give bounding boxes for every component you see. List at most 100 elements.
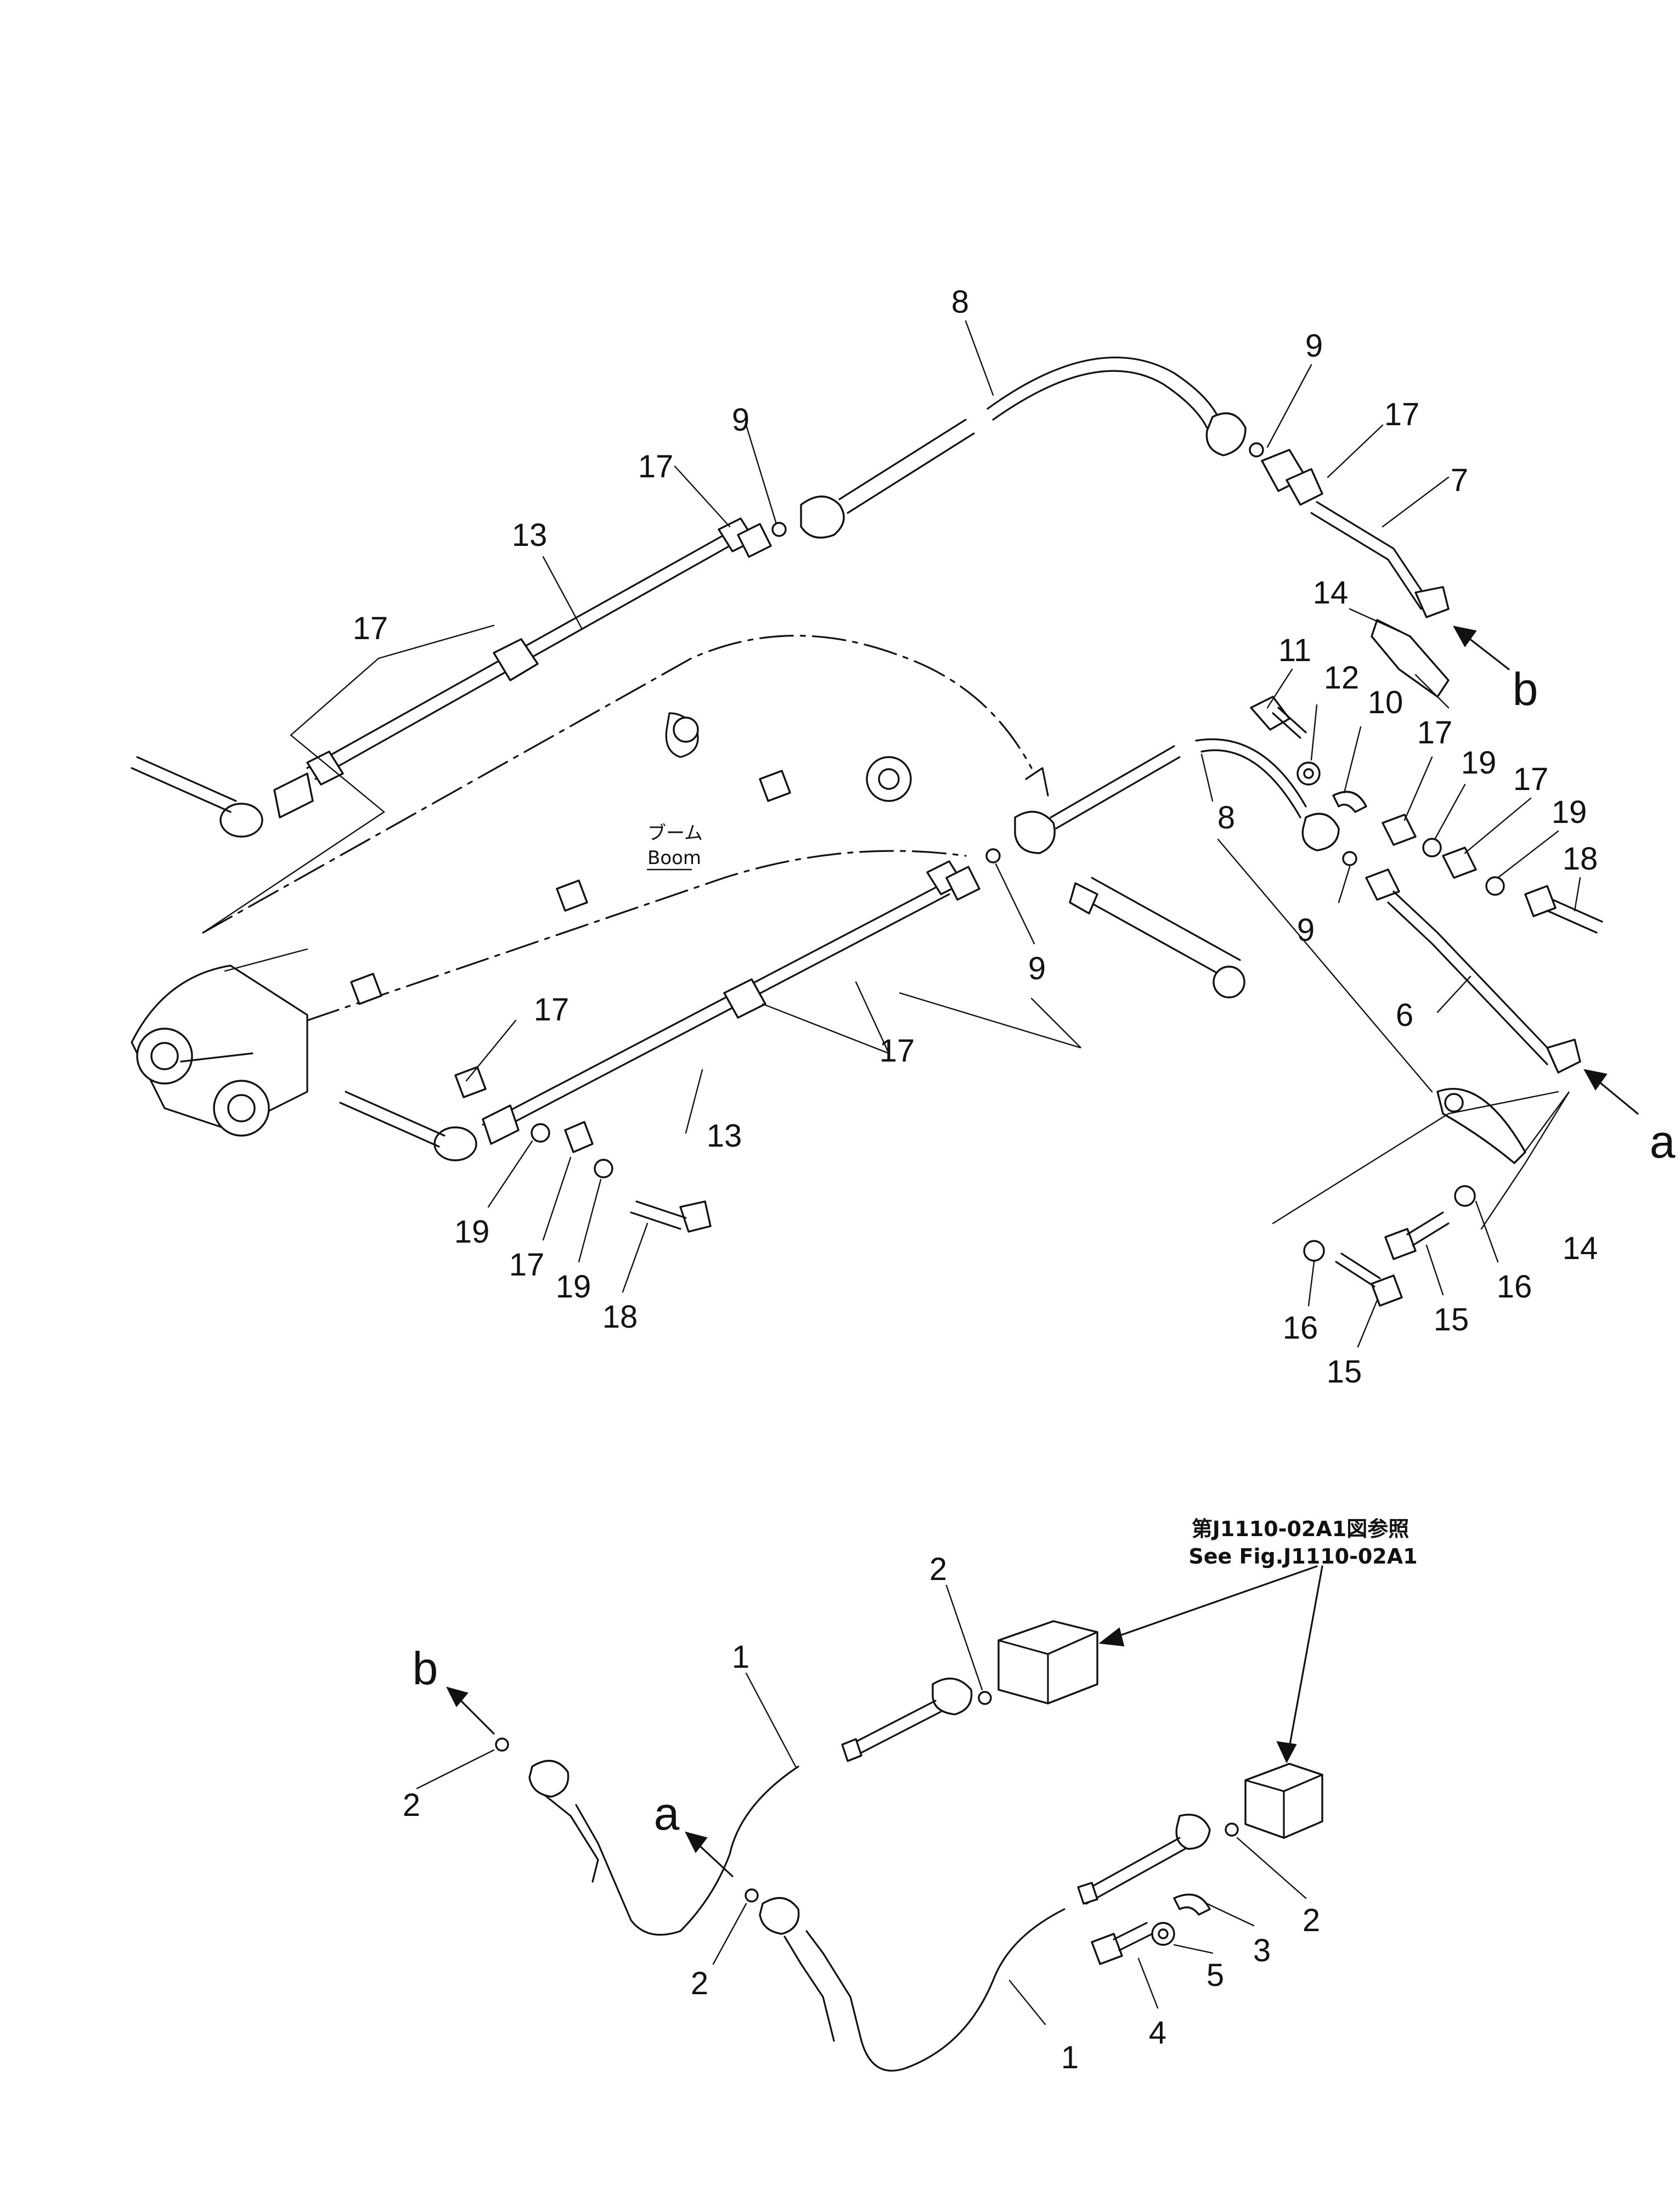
label-6: 6 — [1396, 997, 1413, 1033]
arrow-letter-a-bottom: a — [654, 1788, 680, 1839]
label-14-bottom: 14 — [1563, 1231, 1598, 1266]
boom-clamp-seat-b — [556, 879, 588, 912]
lower-assembly — [495, 1620, 1323, 2072]
hose-8-upper-curve — [986, 356, 1219, 418]
hose-1-lower-fitting — [1080, 1837, 1186, 1905]
label-9-top-right: 9 — [1305, 328, 1323, 364]
label-16-a: 16 — [1497, 1269, 1532, 1305]
hose-1-upper-left-flange — [528, 1759, 570, 1798]
split-flange-3 — [1173, 1893, 1211, 1916]
label-17-mid-center: 17 — [880, 1033, 915, 1069]
label-17-left: 17 — [353, 611, 388, 646]
hose-1-upper — [630, 1765, 799, 1936]
hardware-lower-right — [1303, 1088, 1526, 1307]
bolt-15-a-head — [1384, 1228, 1417, 1260]
flange-13-upper-left — [273, 772, 314, 819]
clamp-17-mid-a — [1382, 814, 1417, 846]
hardware-right-middle — [1250, 696, 1603, 934]
hose-end-upper-left — [131, 756, 237, 813]
bolt-18-lower-head — [679, 1200, 712, 1233]
label-2-left: 2 — [403, 1787, 420, 1823]
clamp-17-upper-left — [306, 751, 344, 786]
label-13-bottom: 13 — [707, 1118, 742, 1154]
washer-16-a — [1454, 1185, 1476, 1207]
hose-flange-upper-left — [219, 803, 263, 838]
label-9-mid-right: 9 — [1297, 912, 1315, 948]
bolt-4-head — [1091, 1933, 1123, 1965]
bolt-11-shank — [1272, 707, 1307, 739]
bolt-15-b-head — [1371, 1274, 1403, 1307]
hose-8-mid — [985, 738, 1357, 866]
arm-cylinder-rod-end — [1069, 882, 1098, 915]
arrows-lower — [446, 1565, 1323, 1877]
label-18-right: 18 — [1563, 841, 1598, 877]
label-19-mid-right-a: 19 — [1461, 745, 1497, 781]
washer-19-mid-a — [1422, 838, 1442, 857]
bolt-15-b-shank — [1335, 1252, 1381, 1288]
hose-8-upper-left-section — [838, 419, 975, 514]
label-15-a: 15 — [1434, 1302, 1469, 1338]
oring-9-mid — [985, 848, 1001, 864]
split-flange-10 — [1332, 791, 1367, 813]
oring-2-right — [1225, 1822, 1239, 1837]
oring-9-mid-right — [1342, 851, 1357, 866]
label-2-right: 2 — [1303, 1903, 1320, 1938]
arrow-b-lower — [454, 1694, 495, 1735]
reference-note-en: See Fig.J1110-02A1 — [1188, 1544, 1417, 1568]
clamp-17-lower-right-cap — [945, 866, 980, 901]
label-5: 5 — [1207, 1957, 1224, 1993]
washer-16-b — [1303, 1240, 1325, 1262]
hose-1-upper-fitting — [844, 1700, 942, 1759]
boom-arm-pin-hole — [878, 768, 900, 790]
reference-note-jp: 第J1110-02A1図参照 — [1192, 1517, 1409, 1541]
label-15-b: 15 — [1327, 1354, 1362, 1390]
oring-9-upper-right — [1249, 442, 1264, 458]
label-17-mid-right-b: 17 — [1513, 761, 1549, 797]
label-4: 4 — [1149, 2015, 1166, 2051]
label-17-left-b: 17 — [509, 1247, 545, 1283]
label-8-mid: 8 — [1217, 800, 1235, 836]
label-9-top-left: 9 — [732, 402, 749, 438]
washer-19-lower-a — [531, 1123, 550, 1143]
hose-flange-lower-left — [433, 1126, 477, 1161]
hose-8-mid-flange-right — [1301, 812, 1340, 851]
label-17-mid-lower: 17 — [534, 992, 570, 1028]
label-14-top: 14 — [1313, 575, 1349, 611]
hose-8-upper-flange-right — [1205, 412, 1247, 456]
oring-2-top — [978, 1691, 992, 1705]
label-19-left-a: 19 — [454, 1214, 490, 1250]
clamp-17-upper-tube7-cap — [1286, 468, 1323, 506]
label-2-top: 2 — [929, 1551, 947, 1587]
label-1-bottom: 1 — [1061, 2040, 1079, 2075]
ref-arrow-upper-block — [1113, 1565, 1318, 1639]
bolt-18-right-shank — [1546, 899, 1603, 934]
leader-lines-upper — [202, 320, 1581, 1348]
clamp-17-mid-b — [1442, 847, 1477, 879]
label-18-left: 18 — [602, 1299, 638, 1335]
label-9-mid: 9 — [1028, 951, 1046, 986]
arm-cylinder-head — [1213, 966, 1245, 998]
clamp-17-lower-left — [454, 1066, 487, 1098]
label-13-top: 13 — [512, 517, 548, 553]
oring-9-upper-left — [771, 522, 787, 537]
label-7: 7 — [1451, 462, 1468, 498]
tube-7 — [1261, 449, 1450, 698]
label-19-left-b: 19 — [556, 1269, 591, 1305]
washer-19-lower-b — [594, 1159, 613, 1178]
label-17-mid-right-a: 17 — [1417, 715, 1453, 751]
label-3: 3 — [1253, 1933, 1271, 1968]
label-12: 12 — [1324, 660, 1360, 696]
boom-clamp-seat-c — [350, 973, 382, 1005]
hose-8-mid-curve — [1195, 738, 1307, 819]
arrow-letter-b-bottom: b — [413, 1643, 438, 1694]
tube-6 — [1365, 868, 1581, 1074]
flange-13-lower-left — [482, 1104, 520, 1145]
hose-1-upper-left-end — [542, 1793, 632, 1921]
washer-19-mid-b — [1485, 876, 1505, 896]
label-11: 11 — [1278, 633, 1311, 668]
label-16-b: 16 — [1283, 1310, 1318, 1346]
arrow-letters: b a b a — [413, 663, 1676, 1839]
boom-label-jp: ブーム — [647, 822, 703, 844]
hose-8-upper — [800, 356, 1264, 539]
